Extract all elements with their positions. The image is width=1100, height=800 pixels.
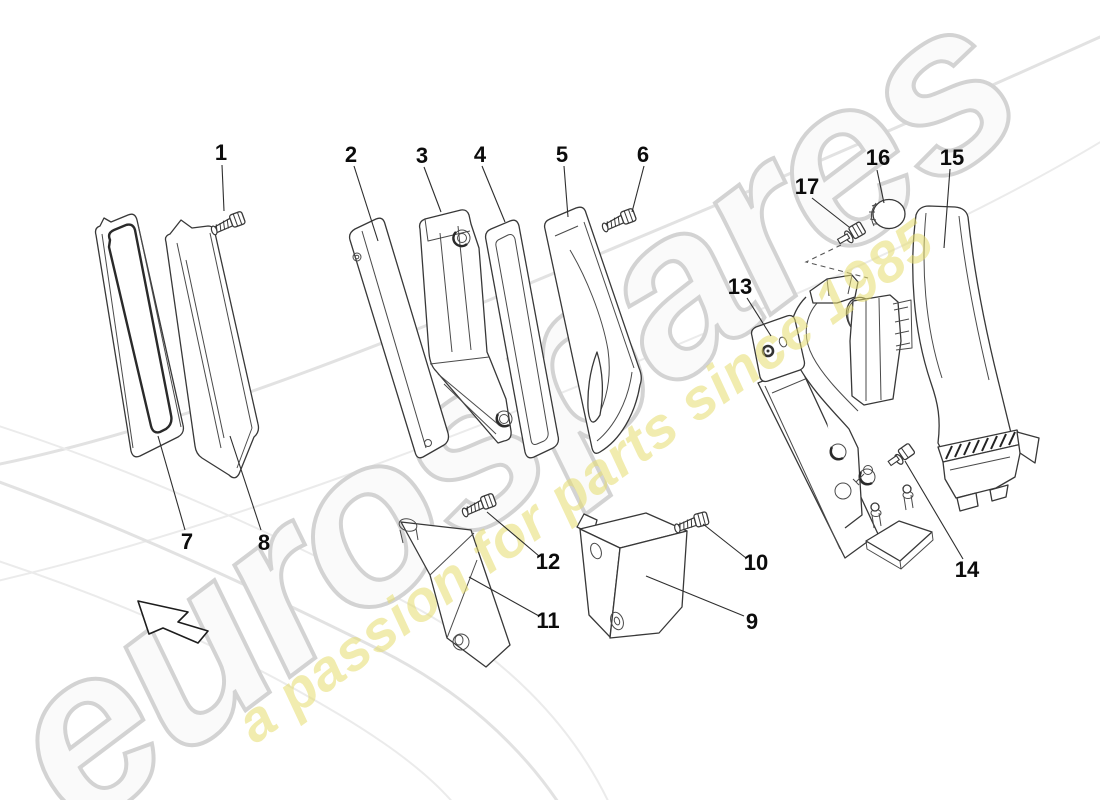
part-10-screw — [671, 510, 711, 535]
callout-leader-lines — [157, 164, 964, 617]
part-13-plate — [750, 314, 806, 383]
part-16-cap — [869, 198, 906, 230]
callout-15: 15 — [939, 145, 965, 170]
callout-17: 17 — [794, 174, 820, 199]
part-1-screw — [208, 210, 247, 237]
callout-1: 1 — [214, 140, 228, 165]
part-15-pedal-arm — [912, 205, 1040, 512]
callout-12: 12 — [535, 549, 561, 574]
callout-9: 9 — [745, 609, 759, 634]
callout-14: 14 — [954, 557, 980, 582]
callout-13: 13 — [727, 274, 753, 299]
part-7-pedal-pad — [94, 213, 185, 458]
parts-group — [94, 198, 1040, 668]
callout-3: 3 — [415, 143, 429, 168]
callout-10: 10 — [743, 550, 769, 575]
part-2-plate — [348, 217, 450, 459]
pedal-tread-hatch — [945, 431, 1016, 460]
callout-2: 2 — [344, 142, 358, 167]
callout-16: 16 — [865, 145, 891, 170]
part-3-bracket — [418, 209, 513, 444]
part-4-frame — [484, 219, 560, 459]
callout-4: 4 — [473, 142, 487, 167]
part-9-cover — [576, 512, 688, 639]
part-11-bracket — [398, 518, 511, 668]
callout-11: 11 — [536, 608, 560, 633]
callout-5: 5 — [555, 142, 569, 167]
part-17-bolt — [836, 221, 866, 245]
callout-8: 8 — [257, 530, 271, 555]
part-5-pedal-plate — [543, 206, 642, 454]
part-14-pedal-module — [757, 244, 934, 570]
callout-7: 7 — [180, 529, 194, 554]
part-8-pedal — [164, 219, 260, 479]
callout-6: 6 — [636, 142, 650, 167]
direction-arrow-icon — [137, 600, 209, 644]
